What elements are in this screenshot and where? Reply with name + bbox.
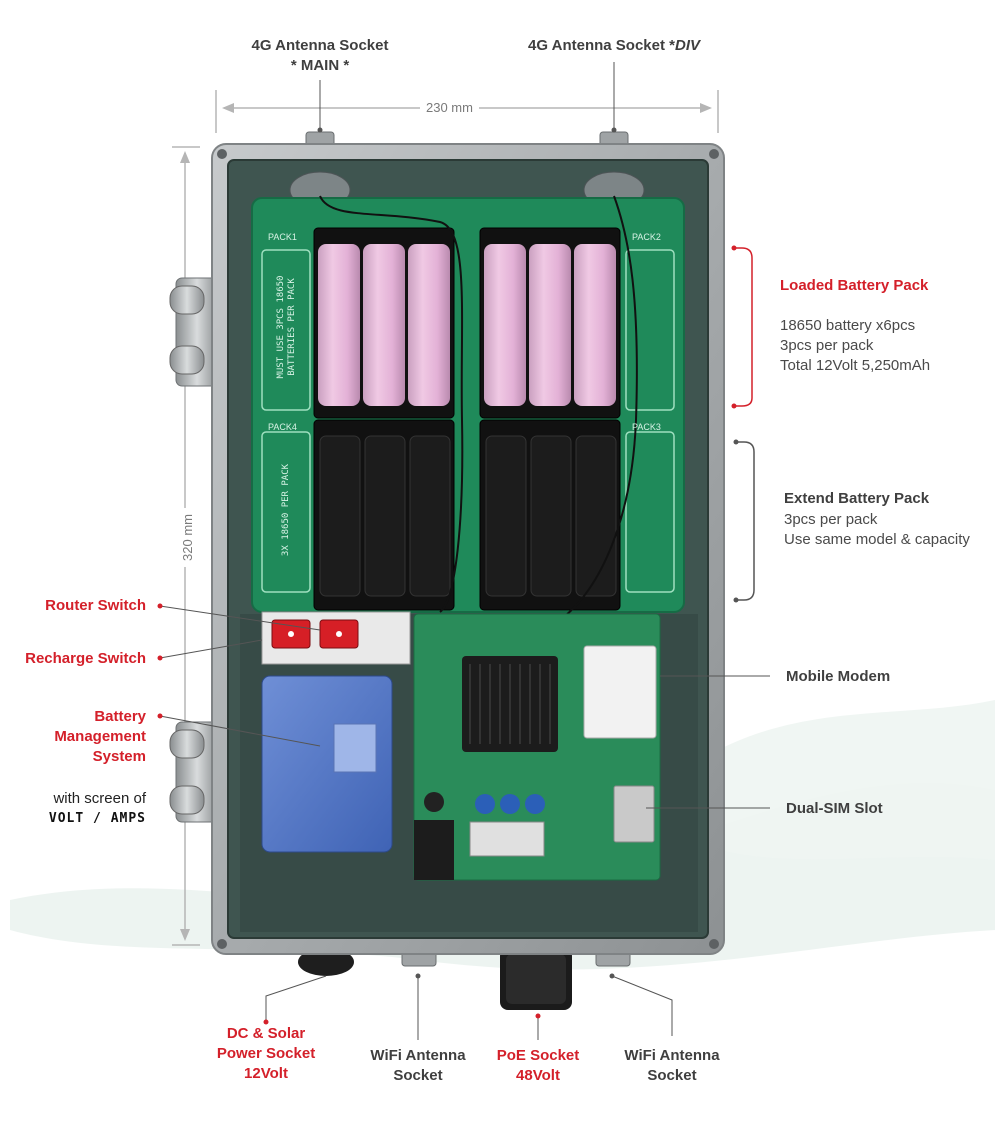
dc-solar-label: DC & Solar Power Socket 12Volt [196,1024,336,1084]
wifi2-line2: Socket [647,1067,697,1084]
empty-slots [319,435,617,597]
div-antenna-label: 4G Antenna Socket *DIV [514,36,714,56]
screen-line2: VOLT / AMPS [48,811,146,826]
loaded-pack-line1: 18650 battery x6pcs [780,317,916,334]
poe-line2: 48Volt [516,1067,560,1084]
router-switch-label: Router Switch [45,597,146,614]
bms-line3: System [92,748,146,765]
wifi-antenna-2-label: WiFi Antenna Socket [602,1046,742,1086]
bms-line2: Management [54,728,146,745]
main-antenna-line2: * MAIN * [290,57,350,74]
dc-line2: Power Socket [216,1045,316,1062]
bottom-hinge [169,721,219,823]
screen-line1: with screen of [53,790,146,807]
must-use-line1: MUST USE 3PCS 18650 [276,275,286,379]
bms-unit [261,675,393,853]
screen-label: with screen of VOLT / AMPS [0,789,146,829]
pack4-label: PACK4 [268,422,297,432]
wifi2-line1: WiFi Antenna [624,1047,720,1064]
wifi-antenna-1-label: WiFi Antenna Socket [348,1046,488,1086]
wifi1-line1: WiFi Antenna [370,1047,466,1064]
poe-line1: PoE Socket [496,1047,580,1064]
main-antenna-label: 4G Antenna Socket * MAIN * [230,36,410,76]
leader-lines [159,62,770,1040]
loaded-cells [318,244,616,406]
loaded-pack-line2: 3pcs per pack [780,337,874,354]
mobile-modem-label: Mobile Modem [786,668,891,685]
pack3-label: PACK3 [632,422,661,432]
loaded-pack-details: 18650 battery x6pcs 3pcs per pack Total … [780,316,930,376]
loaded-pack-bracket [734,247,753,407]
wifi1-line2: Socket [393,1067,443,1084]
pcb-side-panels [261,249,675,593]
background-wash-2 [700,700,995,860]
per-pack-text: 3X 18650 PER PACK [281,463,291,557]
pack2-label: PACK2 [632,232,661,242]
loaded-pack-title: Loaded Battery Pack [780,277,929,294]
main-antenna-line1: 4G Antenna Socket [251,37,389,54]
top-hinge [169,277,219,387]
dc-line1: DC & Solar [226,1025,306,1042]
bms-label: Battery Management System [0,707,146,767]
div-antenna-suffix: DIV [674,37,700,54]
sim-slot [613,785,655,843]
dc-line3: 12Volt [244,1065,288,1082]
bms-line1: Battery [94,708,146,725]
extend-pack-line2: Use same model & capacity [784,531,970,548]
extend-pack-title: Extend Battery Pack [784,490,930,507]
loaded-pack-line3: Total 12Volt 5,250mAh [780,357,931,374]
bottom-sockets [298,948,631,1010]
width-dimension-label: 230 mm [420,100,479,115]
must-use-line2: BATTERIES PER PACK [287,278,297,376]
leader-dots [157,603,541,1025]
poe-label: PoE Socket 48Volt [468,1046,608,1086]
height-dimension-label: 320 mm [179,508,195,567]
div-antenna-prefix: 4G Antenna Socket * [528,37,675,54]
extend-pack-details: 3pcs per pack Use same model & capacity [784,510,970,550]
pack1-label: PACK1 [268,232,297,242]
warning-panel-text: MUST USE 3PCS 18650 BATTERIES PER PACK [276,252,298,402]
extend-pack-bracket [736,441,755,601]
recharge-switch-label: Recharge Switch [25,650,146,667]
extend-pack-line1: 3pcs per pack [784,511,878,528]
dual-sim-label: Dual-SIM Slot [786,800,883,817]
modem-card [583,645,657,739]
